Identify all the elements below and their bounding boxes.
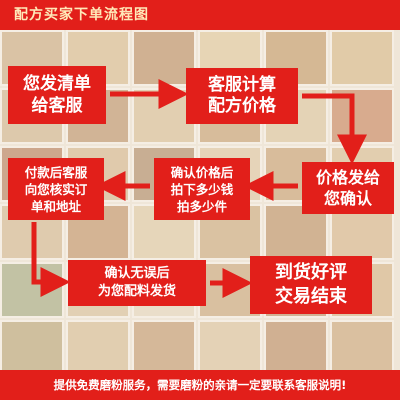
step-verify-address: 付款后客服 向您核实订 单和地址 (8, 158, 104, 220)
step-calculate-price: 客服计算 配方价格 (186, 68, 298, 124)
arrow-step5-to-step6 (31, 222, 71, 297)
page-title: 配方买家下单流程图 (14, 7, 149, 23)
step-send-list: 您发清单 给客服 (8, 66, 106, 124)
header-bar: 配方买家下单流程图 (0, 0, 400, 30)
step-price-confirm: 价格发给 您确认 (302, 162, 394, 214)
step-ship-order: 确认无误后 为您配料发货 (68, 260, 206, 306)
grinding-service-note: 提供免费磨粉服务，需要磨粉的亲请一定要联系客服说明! (53, 378, 347, 392)
arrow-step2-to-step3 (302, 93, 367, 165)
footer-bar: 提供免费磨粉服务，需要磨粉的亲请一定要联系客服说明! (0, 370, 400, 400)
step-place-order: 确认价格后 拍下多少钱 拍多少件 (154, 158, 250, 220)
step-complete-review: 到货好评 交易结束 (250, 256, 372, 314)
